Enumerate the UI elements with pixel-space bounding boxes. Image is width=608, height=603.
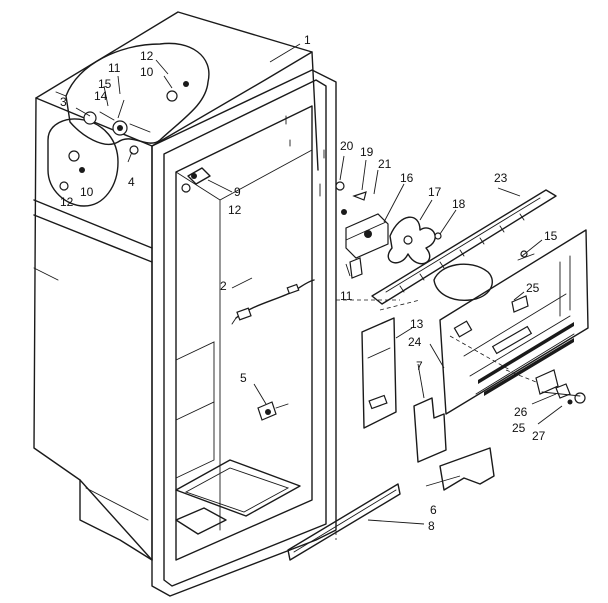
part-label-12-upper: 12 — [140, 49, 154, 63]
part-label-17: 17 — [428, 185, 442, 199]
part-label-20: 20 — [340, 139, 354, 153]
side-panels — [287, 317, 495, 561]
part-label-11-upper: 11 — [108, 61, 121, 75]
part-label-12-right: 12 — [228, 203, 242, 217]
part-label-27: 27 — [532, 429, 546, 443]
part-label-15-upper: 15 — [98, 77, 112, 91]
part-label-23: 23 — [494, 171, 508, 185]
part-label-12-lower: 12 — [60, 195, 74, 209]
part-label-1: 1 — [304, 33, 311, 47]
part-label-19: 19 — [360, 145, 374, 159]
part-label-8: 8 — [428, 519, 435, 533]
part-label-25-upper: 25 — [526, 281, 540, 295]
part-label-21: 21 — [378, 157, 392, 171]
part-label-14: 14 — [94, 89, 108, 103]
part-label-24: 24 — [408, 335, 422, 349]
part-label-6: 6 — [430, 503, 437, 517]
part-label-13: 13 — [410, 317, 424, 331]
part-labels: 1 2 3 4 5 6 7 8 9 10 10 11 11 12 12 12 1… — [60, 33, 558, 533]
part-label-25-lower: 25 — [512, 421, 526, 435]
part-label-18: 18 — [452, 197, 466, 211]
part-label-2: 2 — [220, 279, 227, 293]
part-label-26: 26 — [514, 405, 528, 419]
part-label-10-lower: 10 — [80, 185, 94, 199]
part-label-11-lower: 11 — [340, 289, 353, 303]
part-label-7: 7 — [416, 359, 423, 373]
leader-lines — [75, 43, 563, 525]
fan-motor-assembly — [335, 181, 442, 279]
rear-hardware — [511, 250, 586, 405]
wire-harness — [231, 279, 315, 325]
control-housing-blob — [47, 42, 210, 207]
light-socket-assembly — [181, 167, 211, 193]
rear-evaporator-cover — [439, 229, 589, 415]
part-label-15-right: 15 — [544, 229, 558, 243]
part-label-3: 3 — [60, 95, 67, 109]
fan-grille-rail — [371, 189, 557, 305]
part-label-16: 16 — [400, 171, 414, 185]
liner-interior — [175, 115, 325, 535]
part-label-9: 9 — [234, 185, 241, 199]
front-flange — [151, 69, 337, 597]
drain-fitting — [257, 401, 289, 421]
part-label-10-upper: 10 — [140, 65, 154, 79]
part-label-5: 5 — [240, 371, 247, 385]
part-label-4: 4 — [128, 175, 135, 189]
